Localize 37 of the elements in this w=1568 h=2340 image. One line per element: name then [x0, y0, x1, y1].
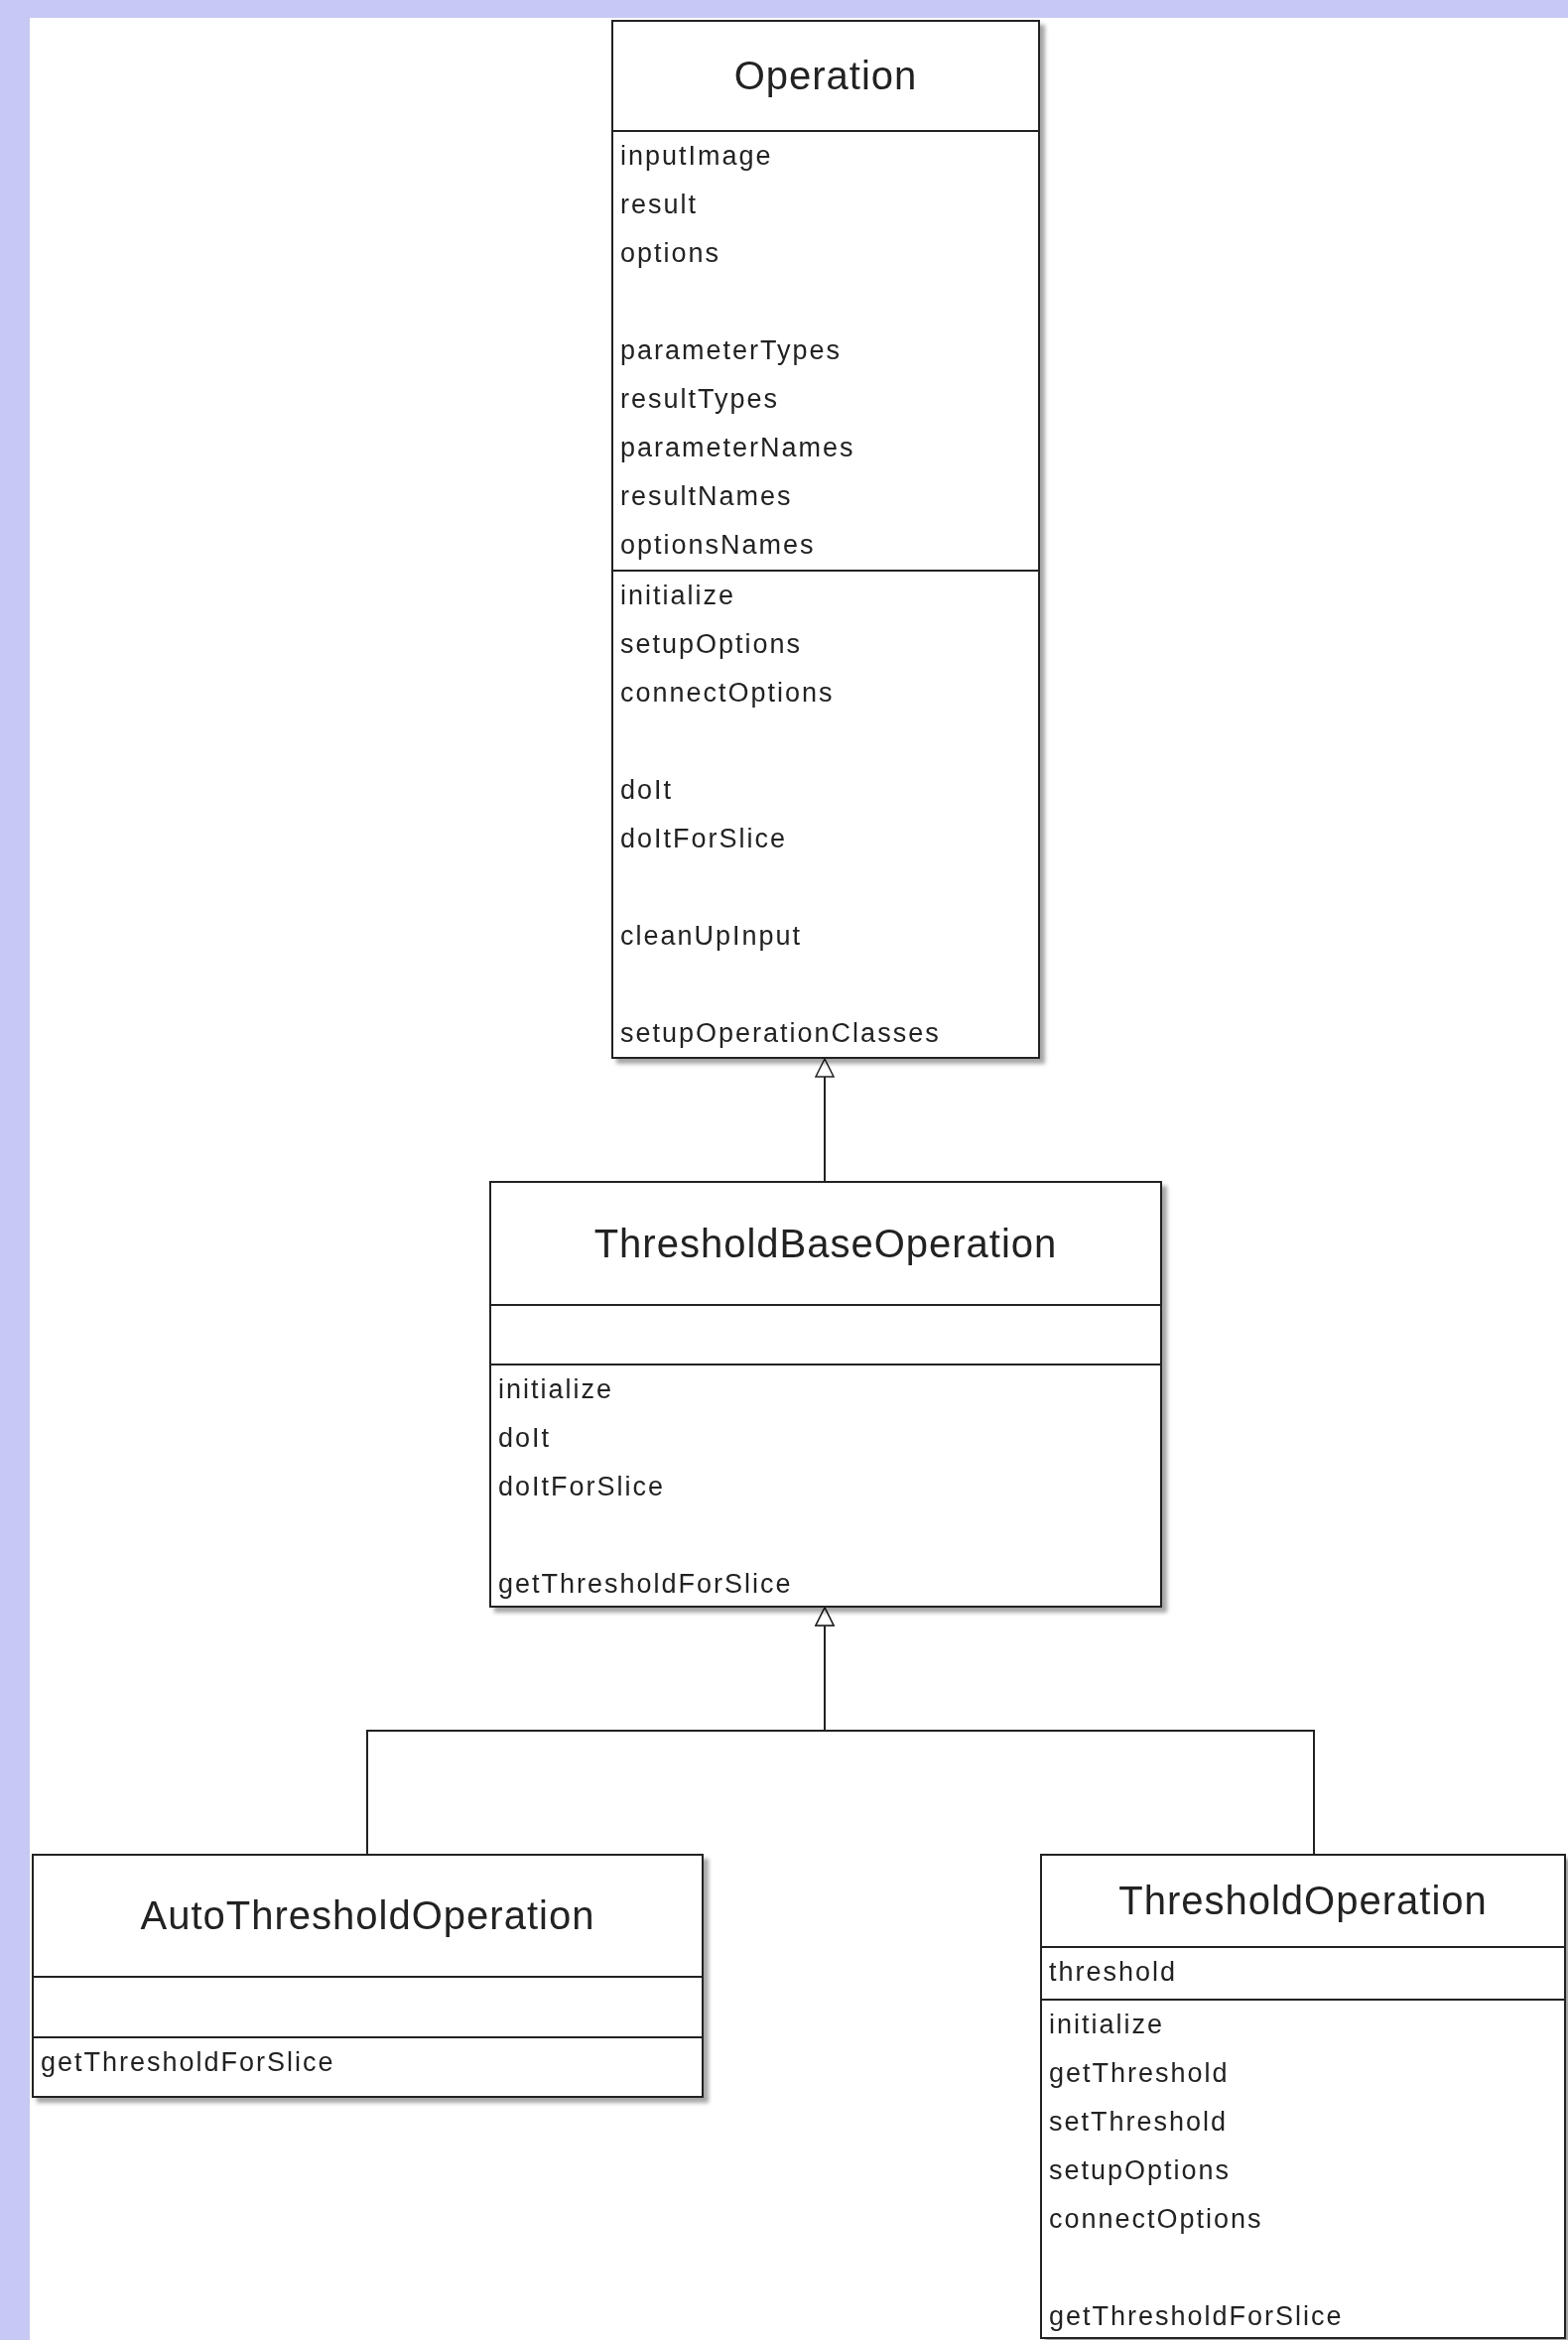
class-name: AutoThresholdOperation [140, 1893, 595, 1938]
inheritance-arrow [815, 1058, 835, 1182]
attribute-text: options [620, 237, 721, 269]
method-text: connectOptions [1049, 2203, 1263, 2235]
method-text: getThresholdForSlice [1049, 2300, 1344, 2332]
attribute-text: optionsNames [620, 529, 816, 561]
method-text: connectOptions [620, 677, 835, 709]
class-name: Operation [733, 54, 918, 98]
attribute-text: threshold [1049, 1956, 1178, 1988]
method-text: doIt [498, 1422, 552, 1454]
attribute-text: resultNames [620, 480, 793, 512]
method-text: getThresholdForSlice [498, 1568, 793, 1600]
method-text: initialize [1049, 2009, 1165, 2040]
method-text: initialize [498, 1373, 614, 1405]
method-text: initialize [620, 580, 736, 611]
method-text: setupOptions [1049, 2154, 1232, 2186]
attribute-text: result [620, 189, 699, 220]
class-box [611, 20, 1040, 1059]
class-name: ThresholdOperation [1118, 1879, 1488, 1923]
method-text: cleanUpInput [620, 920, 803, 952]
inheritance-arrow [815, 1607, 1315, 1855]
class-box [489, 1181, 1162, 1608]
attribute-text: parameterNames [620, 432, 855, 463]
attribute-text: resultTypes [620, 383, 780, 415]
method-text: doItForSlice [620, 823, 788, 854]
method-text: setupOperationClasses [620, 1017, 941, 1049]
method-text: doIt [620, 774, 674, 806]
class-box [32, 1854, 704, 2098]
method-text: doItForSlice [498, 1471, 666, 1502]
class-name: ThresholdBaseOperation [593, 1221, 1058, 1266]
method-text: getThreshold [1049, 2057, 1230, 2089]
attribute-text: inputImage [620, 140, 773, 172]
method-text: setThreshold [1049, 2106, 1229, 2138]
method-text: setupOptions [620, 628, 803, 660]
method-text: getThresholdForSlice [41, 2046, 335, 2078]
attribute-text: parameterTypes [620, 334, 843, 366]
class-box [1040, 1854, 1566, 2339]
